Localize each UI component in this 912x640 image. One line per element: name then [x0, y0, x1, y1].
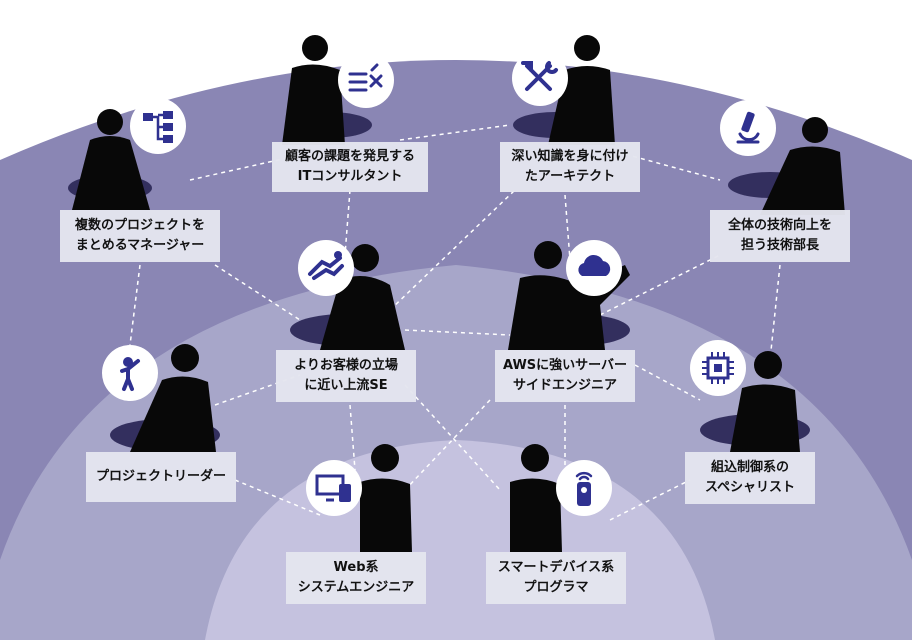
label-smart-device-line1: スマートデバイス系	[497, 560, 615, 575]
label-project-leader: プロジェクトリーダー	[86, 452, 236, 502]
label-web-engineer: Web系 システムエンジニア	[286, 552, 426, 604]
label-customer-se-line2: に近い上流SE	[304, 378, 388, 393]
person-raising-hand-icon	[102, 345, 158, 401]
label-architect-line1: 深い知識を身に付け	[511, 149, 629, 164]
handshake-icon	[298, 240, 354, 296]
figure-smart-device	[510, 444, 562, 552]
label-manager: 複数のプロジェクトを まとめるマネージャー	[60, 210, 220, 262]
label-architect-line2: たアーキテクト	[524, 169, 616, 184]
label-embedded-line2: スペシャリスト	[704, 480, 796, 495]
label-project-leader-line1: プロジェクトリーダー	[95, 469, 226, 484]
compare-icon	[338, 52, 394, 108]
label-tech-head-line1: 全体の技術向上を	[727, 218, 832, 233]
label-manager-line1: 複数のプロジェクトを	[74, 218, 205, 233]
figure-manager	[68, 109, 152, 210]
label-aws-engineer: AWSに強いサーバー サイドエンジニア	[495, 350, 635, 402]
label-customer-se: よりお客様の立場 に近い上流SE	[276, 350, 416, 402]
org-chart-icon	[130, 98, 186, 154]
figure-web-engineer	[360, 444, 412, 552]
label-tech-head-line2: 担う技術部長	[740, 238, 819, 253]
label-architect: 深い知識を身に付け たアーキテクト	[500, 142, 640, 192]
label-smart-device-line2: プログラマ	[523, 580, 589, 595]
devices-icon	[306, 460, 362, 516]
label-tech-head: 全体の技術向上を 担う技術部長	[710, 210, 850, 262]
label-consultant-line1: 顧客の課題を発見する	[284, 149, 415, 164]
label-consultant: 顧客の課題を発見する ITコンサルタント	[272, 142, 428, 192]
label-consultant-line2: ITコンサルタント	[297, 169, 403, 184]
figure-embedded	[700, 351, 810, 452]
figure-customer-se	[290, 244, 405, 350]
figure-project-leader	[110, 344, 220, 452]
remote-icon	[556, 460, 612, 516]
label-embedded-line1: 組込制御系の	[710, 460, 789, 475]
figure-tech-head	[728, 117, 845, 215]
person-figures	[68, 35, 845, 552]
cloud-icon	[566, 240, 622, 296]
label-smart-device: スマートデバイス系 プログラマ	[486, 552, 626, 604]
label-aws-engineer-line2: サイドエンジニア	[512, 378, 617, 393]
label-aws-engineer-line1: AWSに強いサーバー	[502, 358, 628, 373]
label-web-engineer-line1: Web系	[333, 560, 379, 575]
label-web-engineer-line2: システムエンジニア	[297, 580, 415, 595]
chip-icon	[690, 340, 746, 396]
label-embedded: 組込制御系の スペシャリスト	[685, 452, 815, 504]
label-manager-line2: まとめるマネージャー	[75, 238, 205, 253]
figure-consultant	[282, 35, 372, 145]
tools-icon	[512, 50, 568, 106]
microscope-icon	[720, 100, 776, 156]
label-customer-se-line1: よりお客様の立場	[294, 358, 398, 373]
